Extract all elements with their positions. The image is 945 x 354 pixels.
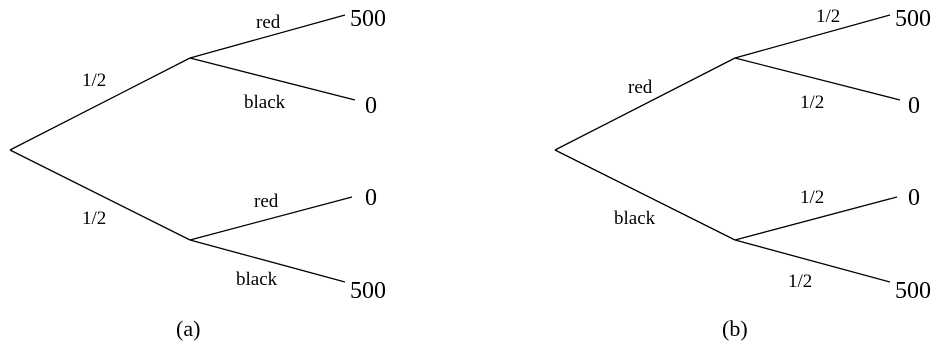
tree-b-bottom-branch <box>554 149 736 241</box>
tree-a-bottom-lower-edge <box>189 239 346 283</box>
tree-b-top-branch-label: red <box>628 77 653 98</box>
tree-b-bottom-branch-label: black <box>614 208 656 229</box>
tree-b: red black 1/2 1/2 1/2 1/2 500 0 0 500 (b… <box>554 6 931 341</box>
tree-a: 1/2 1/2 red black red black 500 0 0 500 … <box>9 6 386 341</box>
tree-a-top-upper-label: red <box>256 12 281 33</box>
tree-b-outcome-top-lower: 0 <box>908 93 920 119</box>
tree-a-bottom-lower-label: black <box>236 269 278 290</box>
tree-b-bottom-upper-edge <box>734 196 898 241</box>
tree-b-bottom-lower-label: 1/2 <box>788 271 812 292</box>
tree-a-outcome-bottom-lower: 500 <box>350 278 386 304</box>
tree-b-outcome-bottom-lower: 500 <box>895 278 931 304</box>
tree-a-bottom-upper-edge <box>189 196 353 241</box>
tree-b-outcome-top-upper: 500 <box>895 6 931 32</box>
tree-a-top-lower-label: black <box>244 92 286 113</box>
tree-b-top-lower-label: 1/2 <box>800 92 824 113</box>
tree-b-top-upper-edge <box>734 14 891 59</box>
tree-b-top-upper-label: 1/2 <box>816 6 840 27</box>
tree-b-bottom-lower-edge <box>734 239 891 283</box>
tree-a-top-lower-edge <box>189 57 356 101</box>
tree-a-caption: (a) <box>176 316 200 341</box>
tree-a-top-branch-label: 1/2 <box>82 70 106 91</box>
tree-b-outcome-bottom-upper: 0 <box>908 185 920 211</box>
tree-a-bottom-upper-label: red <box>254 191 279 212</box>
tree-b-top-lower-edge <box>734 57 901 101</box>
tree-a-outcome-top-upper: 500 <box>350 6 386 32</box>
tree-b-caption: (b) <box>722 316 748 341</box>
tree-a-outcome-top-lower: 0 <box>365 93 377 119</box>
tree-a-top-upper-edge <box>189 14 346 59</box>
tree-b-bottom-upper-label: 1/2 <box>800 187 824 208</box>
tree-a-top-branch <box>9 57 191 151</box>
tree-a-bottom-branch-label: 1/2 <box>82 208 106 229</box>
tree-a-bottom-branch <box>9 149 191 241</box>
tree-b-top-branch <box>554 57 736 151</box>
tree-a-outcome-bottom-upper: 0 <box>365 185 377 211</box>
